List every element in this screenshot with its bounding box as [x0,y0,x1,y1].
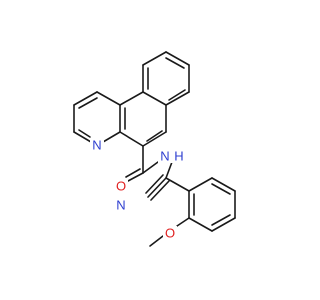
middle-ring [119,91,167,147]
methoxy-oxygen-label: O [165,226,175,241]
molecule-structure-canvas: N O N H N O [73,51,236,247]
nitrile-nitrogen-label: N [116,198,125,213]
cyano-methoxyphenyl-group [145,174,236,247]
carbonyl-oxygen-label: O [116,179,126,194]
ring-nitrogen-label: N [92,138,101,153]
top-benzene-ring [142,51,190,106]
atom-labels: N O N H N O [90,138,186,241]
amide-group [125,145,173,182]
molecule-structure: N O N H N O [73,51,236,247]
amide-nitrogen-label: N [160,149,169,164]
pyridine-ring [73,91,121,143]
amide-hydrogen-label: H [174,149,183,164]
